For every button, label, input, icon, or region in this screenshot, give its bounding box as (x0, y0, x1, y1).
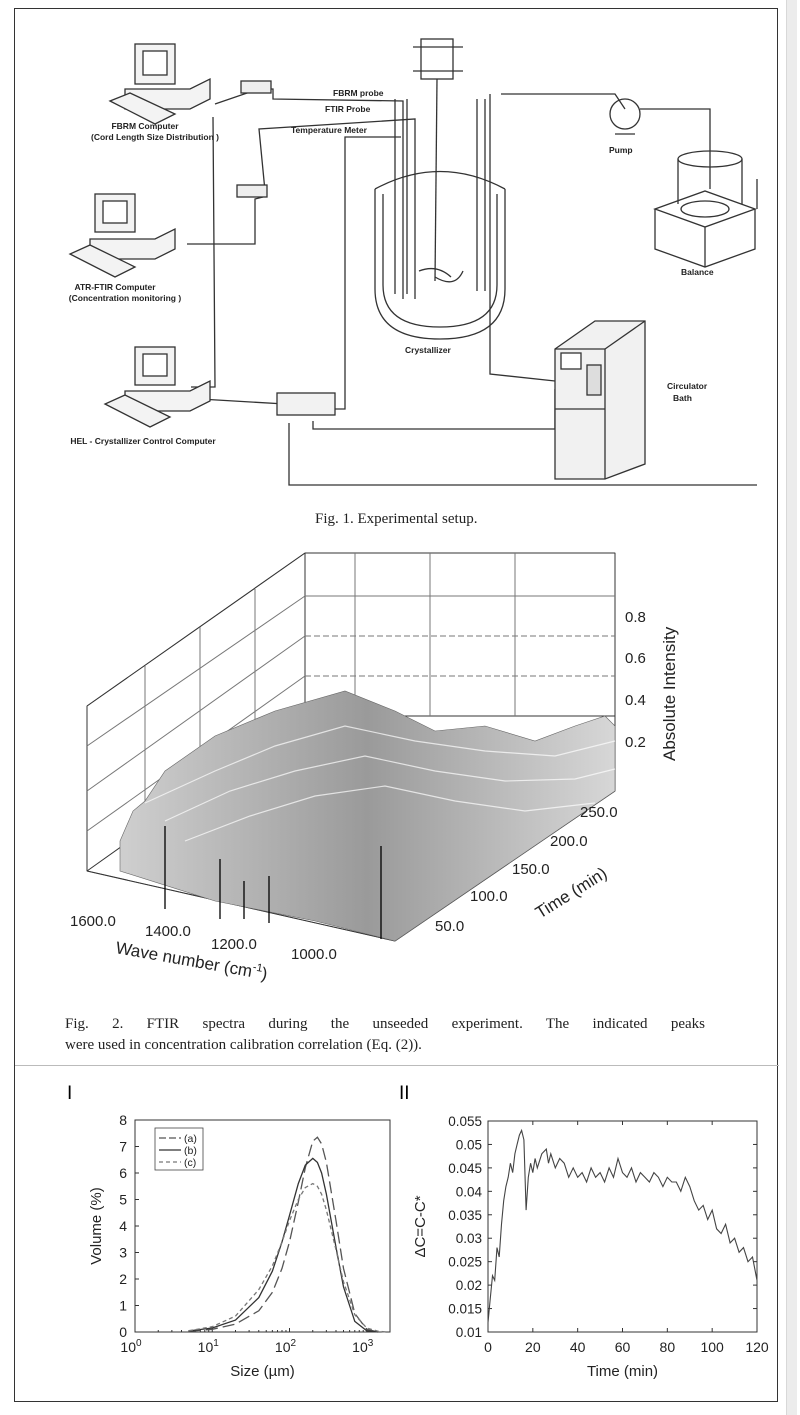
series-line-2 (188, 1157, 379, 1333)
legend-label-1: (a) (184, 1133, 197, 1145)
y-tick-label: 0.01 (456, 1325, 482, 1340)
x-tick-label: 60 (615, 1339, 631, 1355)
chart-panel-ii: II 0.01 0.015 0.02 0.025 0.03 0.035 0.04 0.045 0… (399, 1083, 769, 1380)
y-tick-label: 8 (119, 1112, 127, 1128)
x-tick-label: 120 (745, 1339, 769, 1355)
legend-label-2: (b) (184, 1145, 197, 1157)
label-temp-meter: Temperature Meter (291, 125, 368, 135)
y-tick-label: 0 (119, 1324, 127, 1340)
z-tick-3: 0.2 (625, 734, 646, 751)
series-line (487, 1128, 758, 1323)
time-tick-3: 100.0 (470, 888, 508, 905)
label-bath: Bath (673, 393, 692, 403)
x-tick-label: 20 (525, 1339, 541, 1355)
series-line-3 (188, 1182, 387, 1333)
z-tick-1: 0.6 (625, 650, 646, 667)
label-fbrm-computer: FBRM Computer (111, 121, 179, 131)
y-tick-label: 0.055 (448, 1114, 482, 1129)
y-tick-label: 0.05 (456, 1137, 482, 1152)
y-tick-label: 3 (119, 1245, 127, 1261)
label-circulator: Circulator (667, 381, 708, 391)
label-balance: Balance (681, 267, 714, 277)
y-tick-label: 7 (119, 1139, 127, 1155)
x-tick-label: 100 (120, 1338, 142, 1355)
wave-tick-3: 1000.0 (291, 946, 337, 963)
fig2-caption-line2: were used in concentration calibration c… (65, 1037, 422, 1053)
y-tick-label: 0.02 (456, 1278, 482, 1293)
fig2-caption: Fig. 2. FTIR spectra during the unseeded… (65, 1014, 705, 1056)
x-tick-label: 101 (198, 1338, 220, 1355)
panel-i-label: I (67, 1083, 72, 1104)
y-tick-label: 6 (119, 1165, 127, 1181)
label-hel-computer: HEL - Crystallizer Control Computer (70, 436, 216, 446)
fig2-caption-line1: Fig. 2. FTIR spectra during the unseeded… (65, 1016, 705, 1032)
x-axis-label: Size (µm) (230, 1363, 294, 1380)
wave-tick-2: 1200.0 (211, 936, 257, 953)
label-crystallizer: Crystallizer (405, 345, 452, 355)
y-tick-label: 5 (119, 1192, 127, 1208)
panel-ii-label: II (399, 1083, 410, 1104)
time-tick-2: 150.0 (512, 861, 550, 878)
paper-page: FBRM Computer (Cord Length Size Distribu… (14, 8, 779, 1402)
y-tick-label: 2 (119, 1271, 127, 1287)
fig2-3d-plot: 0.8 0.6 0.4 0.2 Absolute Intensity 250.0… (70, 552, 679, 984)
series-line-1 (188, 1136, 379, 1333)
label-atr-computer-sub: (Concentration monitoring ) (69, 293, 182, 303)
wave-tick-0: 1600.0 (70, 913, 116, 930)
spectra-surface (119, 690, 616, 942)
x-tick-label: 80 (660, 1339, 676, 1355)
z-axis-label: Absolute Intensity (660, 626, 679, 761)
fig1-caption: Fig. 1. Experimental setup. (315, 511, 478, 527)
x-tick-label: 100 (700, 1339, 724, 1355)
y-axis-label: Volume (%) (88, 1187, 105, 1265)
y-tick-label: 0.045 (448, 1161, 482, 1176)
y-tick-label: 0.035 (448, 1208, 482, 1223)
fig1-diagram: FBRM Computer (Cord Length Size Distribu… (68, 38, 758, 486)
y-tick-label: 0.03 (456, 1231, 482, 1246)
z-tick-0: 0.8 (625, 609, 646, 626)
x-axis-label: Time (min) (587, 1363, 658, 1380)
label-ftir-probe: FTIR Probe (325, 104, 371, 114)
x-tick-label: 40 (570, 1339, 586, 1355)
label-fbrm-probe: FBRM probe (333, 88, 384, 98)
label-pump: Pump (609, 145, 633, 155)
time-tick-4: 50.0 (435, 918, 464, 935)
x-tick-label: 102 (275, 1338, 297, 1355)
x-tick-label: 103 (352, 1338, 374, 1355)
label-fbrm-computer-sub: (Cord Length Size Distribution ) (91, 132, 219, 142)
x-tick-label: 0 (484, 1339, 492, 1355)
wave-tick-1: 1400.0 (145, 923, 191, 940)
label-atr-computer: ATR-FTIR Computer (74, 282, 156, 292)
y-tick-label: 0.025 (448, 1255, 482, 1270)
z-tick-2: 0.4 (625, 692, 646, 709)
y-tick-label: 4 (119, 1218, 127, 1234)
y-tick-label: 0.015 (448, 1302, 482, 1317)
legend-label-3: (c) (184, 1157, 196, 1169)
plot-frame (487, 1120, 758, 1333)
fig2-bottom-rule (15, 1065, 779, 1066)
time-tick-0: 250.0 (580, 804, 618, 821)
legend-box (154, 1127, 204, 1171)
scrollbar-track[interactable] (786, 0, 797, 1415)
y-tick-label: 1 (119, 1298, 127, 1314)
y-tick-label: 0.04 (456, 1184, 483, 1199)
y-axis-label: ΔC=C-C* (412, 1195, 429, 1257)
time-tick-1: 200.0 (550, 833, 588, 850)
